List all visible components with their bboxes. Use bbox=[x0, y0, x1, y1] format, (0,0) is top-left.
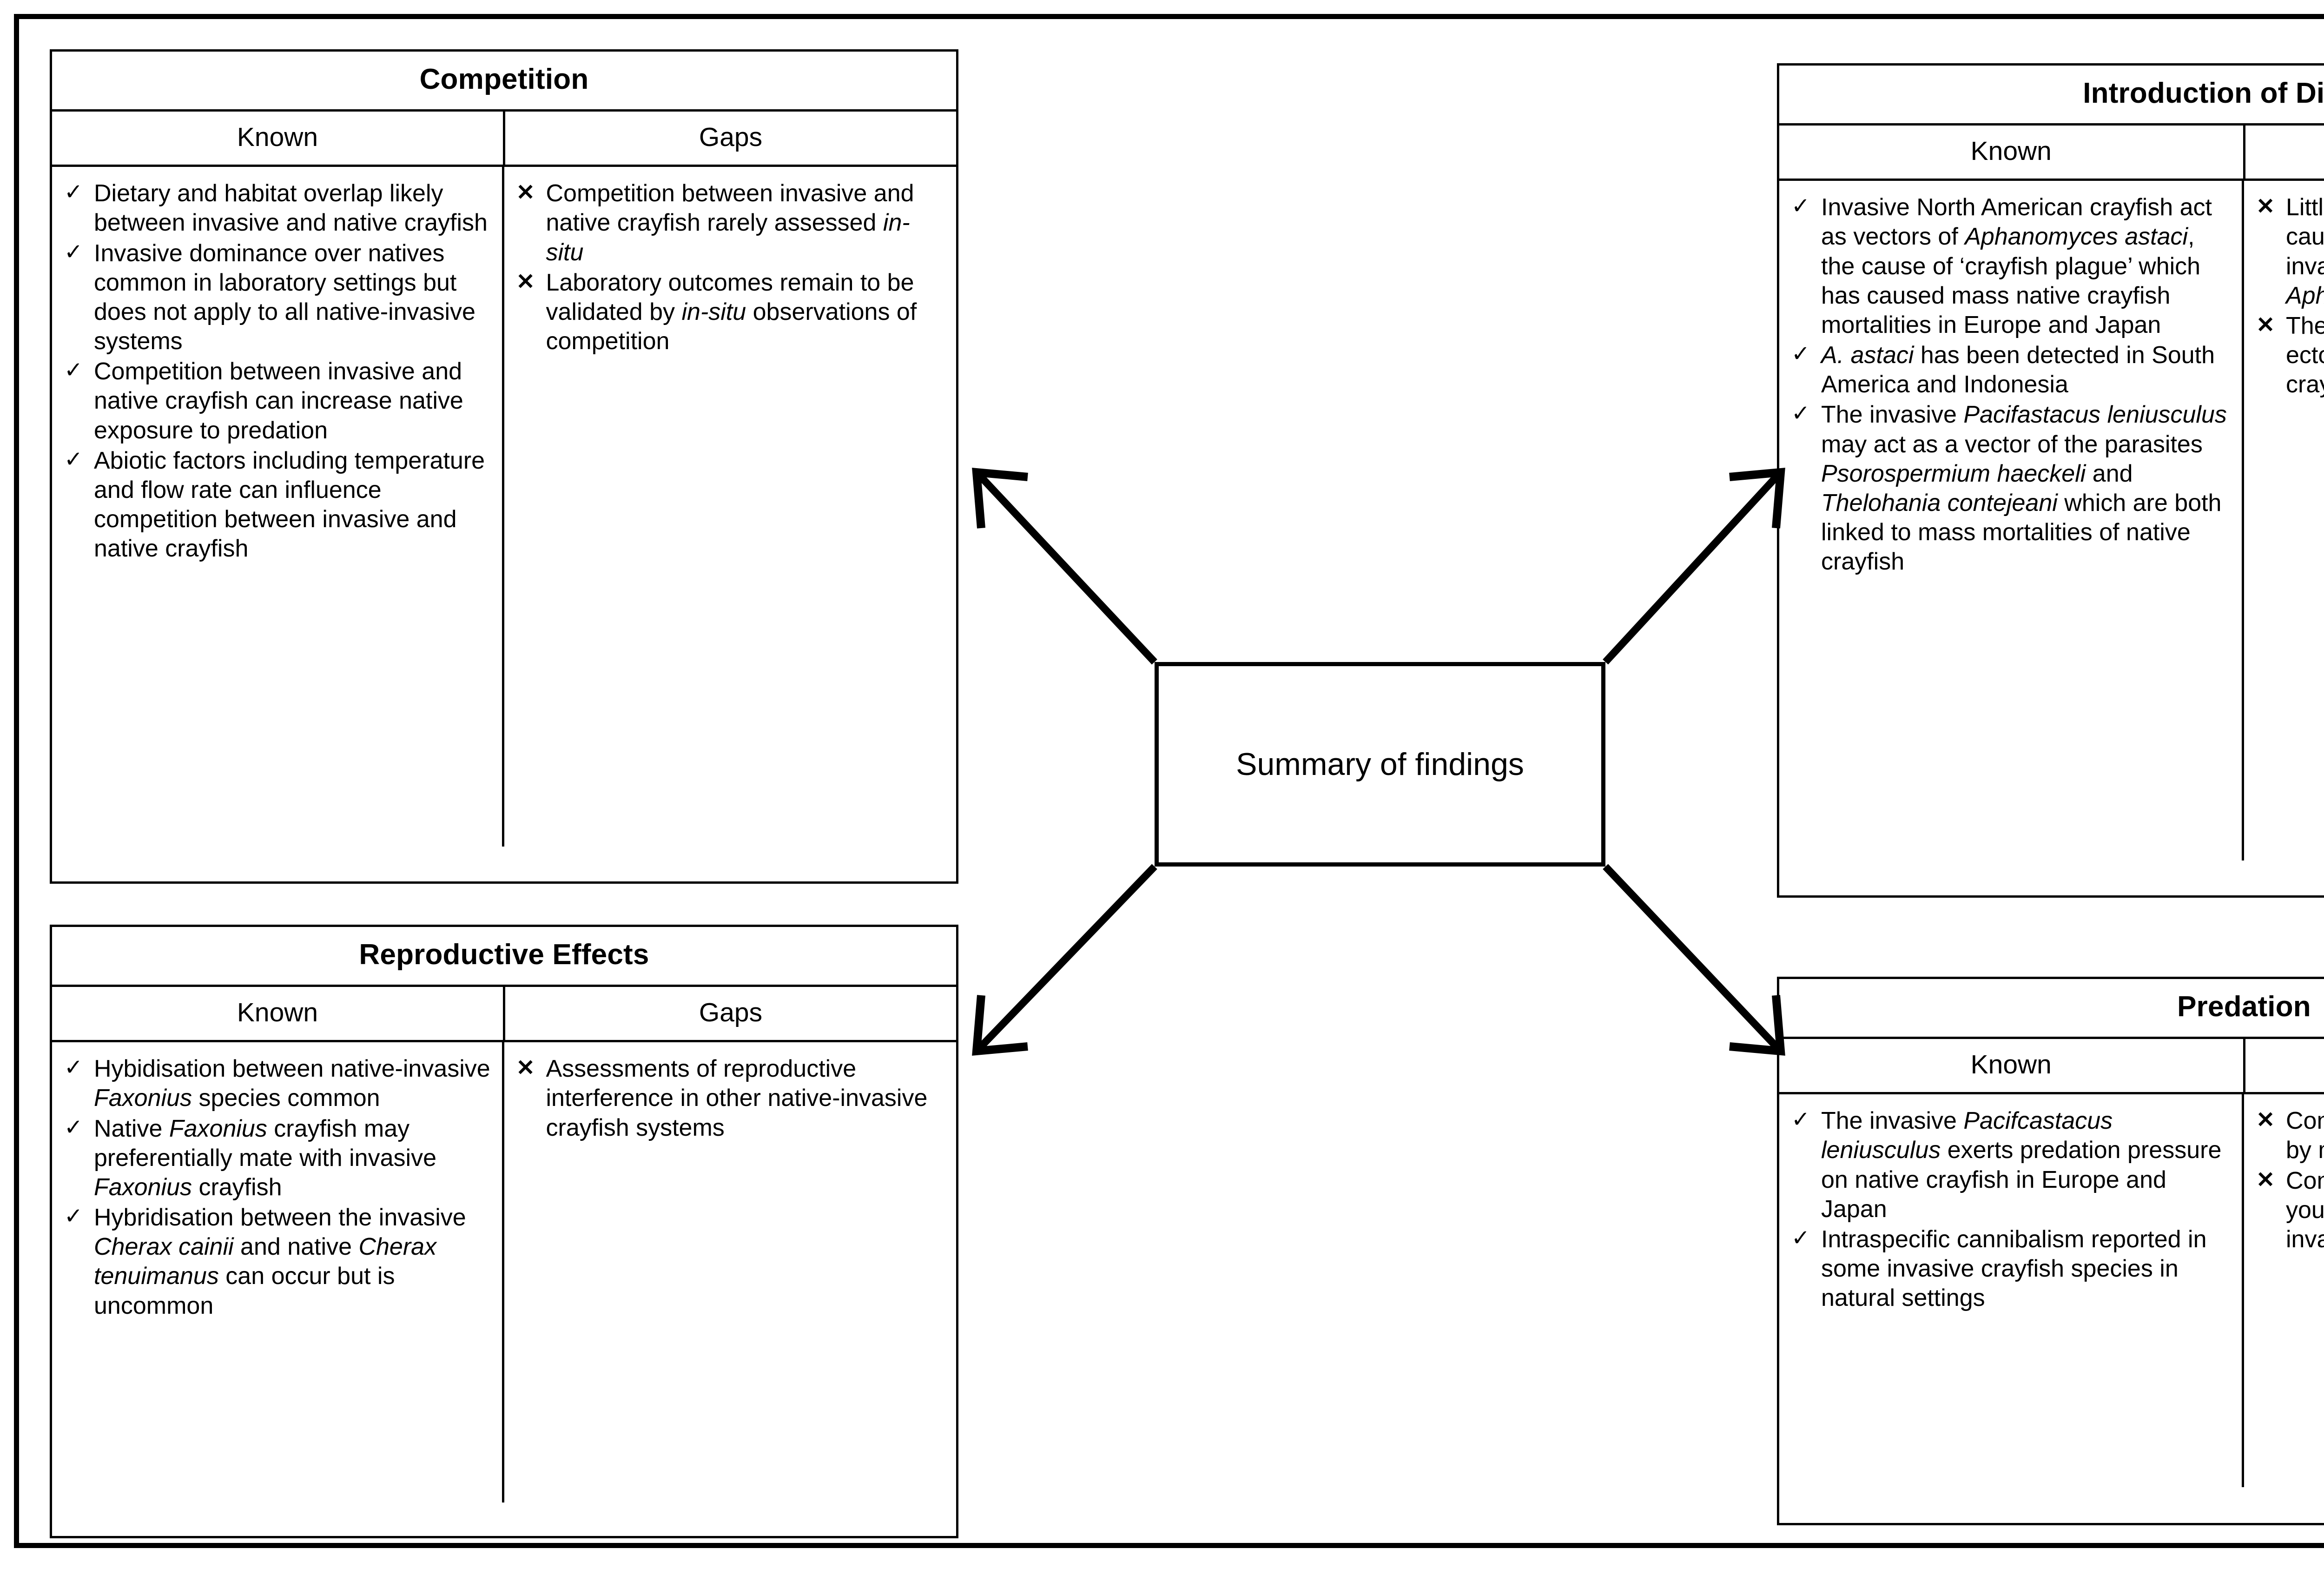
arrow-line-to-disease bbox=[1605, 475, 1778, 662]
arrow-line-to-reproductive bbox=[979, 867, 1155, 1049]
center-node-label: Summary of findings bbox=[1236, 745, 1524, 784]
arrow-line-to-competition bbox=[979, 475, 1155, 662]
diagram-frame: Competition Known Gaps ✓Dietary and habi… bbox=[14, 14, 2324, 1548]
arrow-line-to-predation bbox=[1605, 867, 1778, 1049]
center-node-summary-of-findings: Summary of findings bbox=[1155, 662, 1605, 867]
